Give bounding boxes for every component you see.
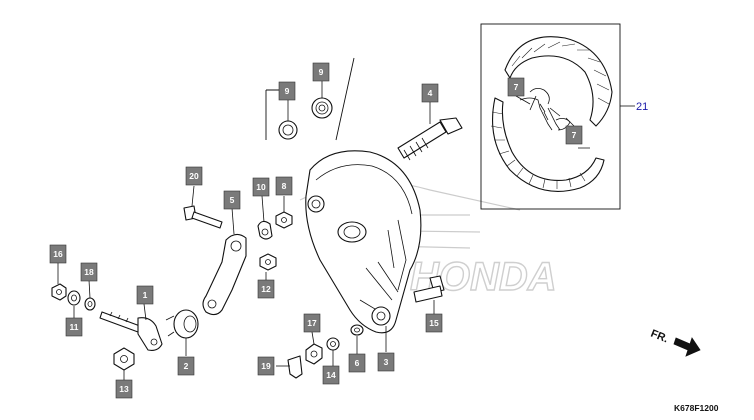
nut-12 (259, 253, 277, 282)
svg-text:20: 20 (189, 171, 199, 181)
nut-16-washer-11-spring-18 (51, 262, 96, 322)
svg-text:15: 15 (429, 318, 439, 328)
svg-text:6: 6 (355, 358, 360, 368)
brake-panel (305, 150, 422, 352)
svg-text:19: 19 (261, 361, 271, 371)
callout-15[interactable]: 15 (425, 313, 443, 333)
svg-text:8: 8 (282, 181, 287, 191)
callout-4[interactable]: 4 (421, 83, 439, 103)
callout-12[interactable]: 12 (257, 279, 275, 299)
callout-10[interactable]: 10 (252, 177, 270, 197)
svg-text:14: 14 (326, 370, 336, 380)
callout-3[interactable]: 3 (377, 352, 395, 372)
svg-text:12: 12 (261, 284, 271, 294)
callout-16[interactable]: 16 (49, 244, 67, 264)
svg-text:17: 17 (307, 318, 317, 328)
callout-7-lower (565, 117, 575, 127)
callout-9-left[interactable]: 9 (278, 81, 296, 101)
svg-text:11: 11 (70, 322, 79, 332)
svg-text:16: 16 (53, 249, 63, 259)
callout-6[interactable]: 6 (348, 353, 366, 373)
svg-text:9: 9 (319, 67, 324, 77)
svg-text:9: 9 (285, 86, 290, 96)
front-direction-label: FR. (649, 328, 670, 346)
callout-13[interactable]: 13 (115, 379, 133, 399)
callout-11[interactable]: 11 (65, 317, 83, 337)
bolt-20 (183, 185, 223, 229)
callout-17[interactable]: 17 (303, 313, 321, 333)
callout-7-upper-box[interactable]: 7 (507, 77, 525, 97)
brake-cam-shaft (397, 102, 463, 161)
callout-7-upper (515, 95, 531, 105)
brake-arm-5 (202, 207, 247, 316)
svg-text:4: 4 (428, 88, 433, 98)
collar-2 (165, 309, 199, 356)
svg-text:7: 7 (514, 82, 519, 92)
callout-1[interactable]: 1 (136, 285, 154, 305)
nut-17-washer-14-pin-19 (276, 331, 340, 379)
callout-8[interactable]: 8 (275, 176, 293, 196)
nut-13 (113, 347, 135, 380)
callout-7-lower-box[interactable]: 7 (565, 125, 583, 145)
brake-shoe-kit-frame: 21 (480, 23, 648, 210)
svg-text:13: 13 (119, 384, 129, 394)
callout-9-right[interactable]: 9 (312, 62, 330, 82)
callout-20[interactable]: 20 (185, 166, 203, 186)
callout-2[interactable]: 2 (177, 356, 195, 376)
svg-text:10: 10 (256, 182, 266, 192)
diagram-code: K678F1200 (674, 403, 719, 413)
washer-6 (350, 324, 364, 354)
callout-18[interactable]: 18 (80, 262, 98, 282)
washer-10-nut-8 (257, 195, 293, 240)
callout-5[interactable]: 5 (223, 190, 241, 210)
svg-text:7: 7 (572, 130, 577, 140)
brake-rod-1 (99, 303, 163, 351)
brake-shoes (490, 36, 613, 192)
svg-text:1: 1 (143, 290, 148, 300)
callout-19[interactable]: 19 (257, 356, 275, 376)
svg-text:2: 2 (184, 361, 189, 371)
svg-text:18: 18 (84, 267, 94, 277)
callout-14[interactable]: 14 (322, 365, 340, 385)
reference-label-21: 21 (636, 101, 648, 113)
svg-text:3: 3 (384, 357, 389, 367)
svg-text:5: 5 (230, 195, 235, 205)
front-direction-indicator: FR. (649, 328, 701, 357)
bolt-15 (413, 275, 445, 314)
